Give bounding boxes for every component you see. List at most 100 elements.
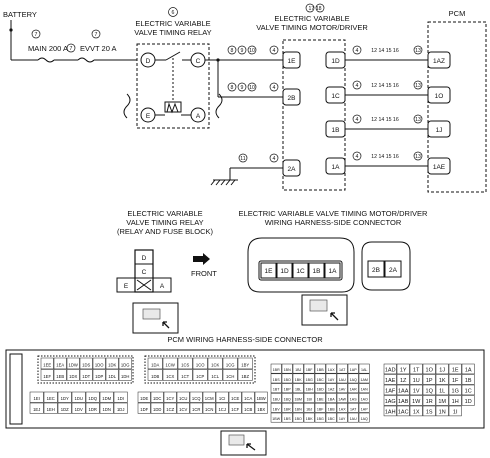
pcm-pin-label: 1Y bbox=[400, 368, 407, 374]
pcm-pin-cell bbox=[303, 363, 315, 374]
pcm-pin-cell bbox=[270, 402, 282, 413]
svg-text:1J: 1J bbox=[436, 127, 443, 134]
pcm-pin-cell bbox=[383, 384, 397, 396]
relay-coil-winding bbox=[166, 102, 179, 114]
pcm-pin-label: 1BB bbox=[317, 368, 324, 372]
pcm-pin-cell bbox=[254, 391, 268, 403]
pcm-pin-cell bbox=[40, 357, 54, 370]
pcm-pin-label: 1CB bbox=[244, 407, 252, 412]
pcm-pin-cell bbox=[215, 391, 229, 403]
pcm-pin-label: 1AT bbox=[350, 407, 357, 411]
pcm-pin-cell bbox=[325, 383, 337, 394]
pcm-pin-cell bbox=[53, 369, 67, 381]
pcm-pin-label: 1BR bbox=[273, 368, 280, 372]
pcm-pin-cell bbox=[336, 402, 348, 413]
relay-term-d-label: D bbox=[146, 58, 151, 65]
pcm-pin-cell bbox=[281, 402, 293, 413]
pcm-pin-label: 1CX bbox=[166, 374, 174, 379]
pcm-pin-cell bbox=[422, 395, 436, 406]
pcm-pin-cell bbox=[314, 412, 326, 423]
circuit-section: BATTERY 7 MAIN 200 A 7 EVVT 20 A 7 6 ELE… bbox=[3, 3, 487, 193]
pcm-pin-cell bbox=[314, 373, 326, 384]
pcm-pin-cell bbox=[409, 374, 423, 385]
pcm-pin-label: 1F bbox=[452, 378, 459, 384]
pcm-pin-label: 1DS bbox=[82, 362, 90, 367]
pcm-pin-cell bbox=[325, 402, 337, 413]
pcm-pin-label: 1Q bbox=[426, 389, 434, 395]
pcm-pin-cell bbox=[150, 402, 164, 414]
pcm-pin-cell bbox=[113, 402, 128, 414]
pcm-pin-cell bbox=[228, 402, 242, 414]
pcm-pin-cell bbox=[314, 383, 326, 394]
pcm-pin-cell bbox=[281, 383, 293, 394]
pcm-box bbox=[427, 21, 487, 193]
pcm-pin-cell bbox=[29, 402, 44, 414]
svg-text:12 14 15 16: 12 14 15 16 bbox=[371, 83, 399, 89]
pcm-pin-label: 1DE bbox=[140, 396, 148, 401]
pcm-pin-cell bbox=[79, 357, 93, 370]
pcm-pin-cell bbox=[347, 363, 359, 374]
pcm-pin-cell bbox=[189, 402, 203, 414]
pcm-pin-cell bbox=[358, 393, 370, 403]
pcm-pin-cell bbox=[85, 402, 100, 414]
pcm-pin-label: 1N bbox=[439, 410, 446, 416]
svg-text:4: 4 bbox=[356, 117, 359, 123]
ref8910-callouts-mid: 8 9 10 bbox=[227, 82, 257, 92]
pcm-pin-cell bbox=[92, 369, 106, 381]
pcm-pin-label: 1A bbox=[465, 368, 472, 374]
pin-1e-box bbox=[282, 51, 301, 69]
pcm-pin-label: 1M bbox=[438, 399, 446, 405]
pcm-pin-label: 1BQ bbox=[284, 397, 291, 401]
pcm-pin-label: 1X bbox=[413, 410, 420, 416]
relay-connector-section: ELECTRIC VARIABLE VALVE TIMING RELAY (RE… bbox=[116, 209, 214, 334]
pcm-pin-label: 1BK bbox=[306, 417, 313, 421]
pcm-pin-cell bbox=[435, 374, 449, 385]
pin-1e-label: 1E bbox=[288, 58, 297, 65]
ref8910-callouts-top: 8 9 10 bbox=[227, 45, 257, 55]
pcm-pin-cell bbox=[325, 393, 337, 403]
ref7-callout bbox=[31, 29, 41, 39]
svg-text:A: A bbox=[160, 283, 165, 290]
pcm-pin-cell bbox=[270, 412, 282, 423]
pcm-pin-cell bbox=[448, 374, 462, 385]
pcm-pin-label: 1I bbox=[453, 410, 458, 416]
pin-2a-box bbox=[282, 159, 301, 177]
pcm-pin-cell bbox=[215, 402, 229, 414]
ref17-callout bbox=[305, 3, 315, 13]
pcm-pin-label: 1CE bbox=[231, 396, 239, 401]
pcm-pin-cell bbox=[281, 373, 293, 384]
pcm-pin-cell bbox=[66, 357, 80, 370]
pcm-pin-cell bbox=[192, 357, 208, 370]
pcm-pin-cell bbox=[118, 369, 132, 381]
pcm-pin-label: 1AP bbox=[350, 368, 357, 372]
pcm-pin-label: 1C bbox=[465, 389, 472, 395]
pcm-pin-cell bbox=[435, 405, 449, 417]
svg-text:13: 13 bbox=[415, 154, 421, 160]
pcm-pin-cell bbox=[99, 391, 114, 403]
pcm-pin-label: 1BD bbox=[317, 388, 324, 392]
pcm-pin-cell bbox=[66, 369, 80, 381]
pcm-pin-cell bbox=[105, 369, 119, 381]
pcm-pin-cell bbox=[281, 363, 293, 374]
motor-left-pins: 4 4 4 1E 2B 2A bbox=[269, 45, 301, 177]
relay-coil bbox=[164, 101, 182, 113]
pcm-pin-cell bbox=[347, 383, 359, 394]
ref7-number-3: 7 bbox=[95, 32, 98, 38]
pcm-pin-cell bbox=[448, 384, 462, 396]
pcm-pin-label: 1DO bbox=[95, 362, 104, 367]
pcm-pin-label: 1AL bbox=[361, 368, 367, 372]
pcm-pin-label: 1AN bbox=[361, 388, 368, 392]
pcm-pin-cell bbox=[147, 357, 163, 370]
pcm-pin-label: 1CW bbox=[166, 362, 175, 367]
svg-text:8: 8 bbox=[231, 85, 234, 91]
pcm-pin-label: 1AY bbox=[328, 378, 335, 382]
pcm-pin-cell bbox=[92, 357, 106, 370]
pcm-pin-cell bbox=[292, 393, 304, 403]
pcm-pin-label: 1DI bbox=[117, 396, 124, 401]
motor-title-line1: ELECTRIC VARIABLE bbox=[274, 14, 349, 23]
svg-text:9: 9 bbox=[241, 85, 244, 91]
pcm-pin-label: 1DB bbox=[151, 374, 159, 379]
pcm-pin-label: 1DT bbox=[82, 374, 90, 379]
